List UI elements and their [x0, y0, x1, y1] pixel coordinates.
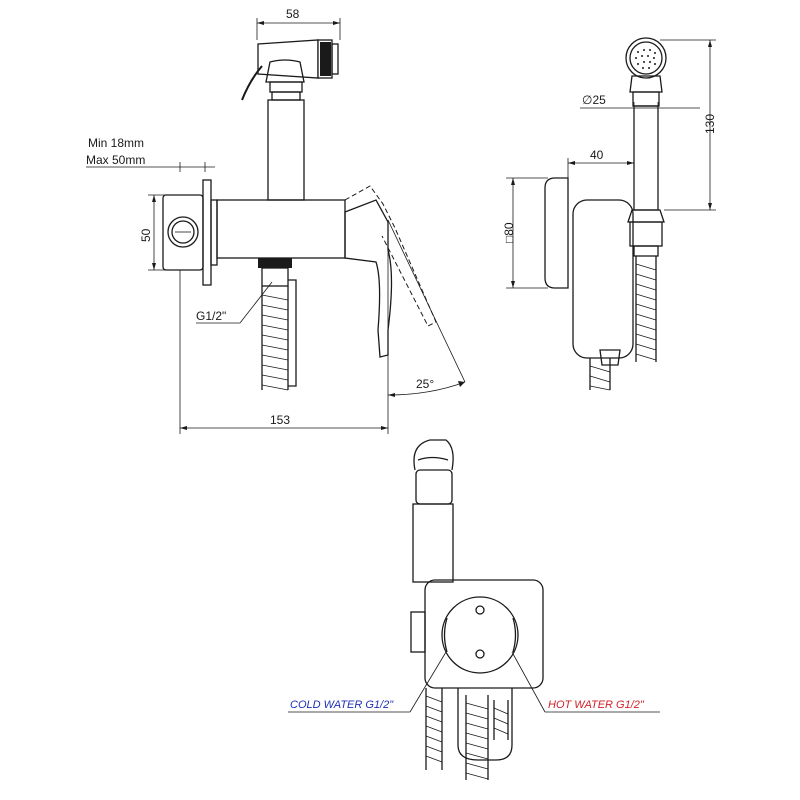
dim-max-wall: Max 50mm — [86, 153, 145, 167]
front-view: 58 Min 18mm Max 50mm 50 — [86, 7, 466, 434]
hose-front — [261, 279, 297, 391]
dim-total-length: 153 — [270, 413, 290, 427]
side-view: ∅25 130 40 □80 — [502, 37, 717, 391]
label-cold-water: COLD WATER G1/2" — [290, 699, 394, 711]
dim-side-height: 130 — [703, 114, 717, 134]
dim-thread: G1/2" — [196, 309, 226, 323]
dim-side-square: □80 — [502, 222, 516, 243]
top-view: COLD WATER G1/2" HOT WATER G1/2" — [288, 439, 660, 780]
hose-side — [589, 256, 657, 391]
dim-head-diameter: ∅25 — [582, 93, 606, 107]
label-hot-water: HOT WATER G1/2" — [548, 699, 645, 711]
dim-top-width: 58 — [286, 7, 300, 21]
dim-plate-height: 50 — [139, 228, 153, 242]
dim-angle: 25° — [416, 377, 434, 391]
hose-top — [425, 688, 513, 780]
dim-min-wall: Min 18mm — [88, 136, 144, 150]
dim-side-offset: 40 — [590, 148, 604, 162]
